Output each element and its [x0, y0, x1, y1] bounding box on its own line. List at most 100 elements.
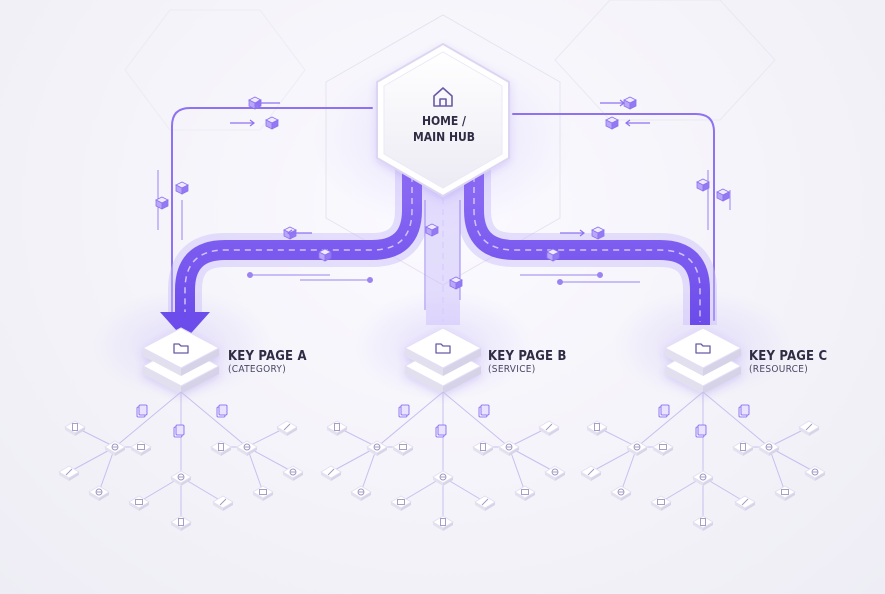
folder-icon — [259, 489, 267, 495]
flow-arrow — [600, 99, 625, 107]
globe-icon — [177, 473, 185, 481]
key-page-c-title: KEY PAGE C — [749, 349, 828, 364]
hub-title-line1: HOME / — [421, 114, 467, 128]
document-icon — [480, 443, 486, 451]
folder-icon — [521, 489, 529, 495]
leaf-page-node[interactable] — [626, 440, 648, 456]
leaf-page-node[interactable] — [472, 440, 494, 456]
globe-icon — [439, 473, 447, 481]
sub-page-tree — [580, 391, 826, 531]
globe-icon — [289, 468, 297, 476]
leaf-page-node[interactable] — [170, 515, 192, 531]
data-packets — [155, 96, 730, 290]
key-page-b-title: KEY PAGE B — [488, 349, 567, 364]
edit-icon — [805, 423, 813, 431]
edit-icon — [587, 468, 595, 476]
leaf-page-node[interactable] — [774, 485, 796, 501]
leaf-page-node[interactable] — [276, 420, 298, 436]
edit-icon — [327, 468, 335, 476]
document-icon — [594, 423, 600, 431]
edit-icon — [481, 498, 489, 506]
leaf-page-node[interactable] — [514, 485, 536, 501]
home-hub-node[interactable] — [376, 42, 510, 198]
leaf-page-node[interactable] — [130, 440, 152, 456]
leaf-page-node[interactable] — [432, 515, 454, 531]
edit-icon — [65, 468, 73, 476]
leaf-page-node[interactable] — [538, 420, 560, 436]
leaf-page-node[interactable] — [732, 440, 754, 456]
folder-icon — [659, 444, 667, 450]
key-page-b-node[interactable] — [403, 327, 483, 394]
globe-icon — [243, 443, 251, 451]
pipe-to-key-page-c — [464, 160, 710, 325]
document-stack-icon — [398, 404, 410, 418]
leaf-page-node[interactable] — [580, 465, 602, 481]
leaf-page-node[interactable] — [498, 440, 520, 456]
leaf-page-node[interactable] — [544, 465, 566, 481]
leaf-page-node[interactable] — [252, 485, 274, 501]
data-packet-cube — [265, 116, 279, 130]
document-stack-icon — [695, 424, 707, 438]
key-page-a-node[interactable] — [141, 327, 221, 394]
leaf-page-node[interactable] — [320, 465, 342, 481]
leaf-page-node[interactable] — [170, 470, 192, 486]
leaf-page-node[interactable] — [212, 495, 234, 511]
globe-icon — [617, 488, 625, 496]
leaf-page-node[interactable] — [734, 495, 756, 511]
data-packet-cube — [591, 226, 605, 240]
leaf-page-node[interactable] — [236, 440, 258, 456]
globe-icon — [765, 443, 773, 451]
data-packet-cube — [546, 248, 560, 262]
leaf-page-node[interactable] — [392, 440, 414, 456]
leaf-page-node[interactable] — [88, 485, 110, 501]
folder-icon — [435, 343, 451, 354]
folder-icon — [399, 444, 407, 450]
document-stack-icon — [136, 404, 148, 418]
document-icon — [440, 518, 446, 526]
leaf-page-node[interactable] — [390, 495, 412, 511]
leaf-page-node[interactable] — [650, 495, 672, 511]
leaf-page-node[interactable] — [758, 440, 780, 456]
leaf-page-node[interactable] — [326, 420, 348, 436]
globe-icon — [505, 443, 513, 451]
folder-icon — [135, 499, 143, 505]
globe-icon — [357, 488, 365, 496]
key-page-a-subtitle: (CATEGORY) — [228, 364, 287, 375]
leaf-page-node[interactable] — [64, 420, 86, 436]
key-page-b-label: KEY PAGE B (SERVICE) — [488, 349, 567, 375]
leaf-page-node[interactable] — [798, 420, 820, 436]
document-stack-icon — [435, 424, 447, 438]
leaf-page-node[interactable] — [210, 440, 232, 456]
flow-arrow — [625, 119, 650, 127]
hub-label: HOME / MAIN HUB — [396, 113, 492, 145]
pipe-to-key-page-a — [175, 160, 422, 318]
data-packet-cube — [318, 248, 332, 262]
edit-icon — [741, 498, 749, 506]
flow-arrow — [230, 119, 255, 127]
data-packet-cube — [696, 178, 710, 192]
leaf-page-node[interactable] — [104, 440, 126, 456]
leaf-page-node[interactable] — [128, 495, 150, 511]
circuit-traces — [157, 170, 731, 310]
leaf-page-node[interactable] — [432, 470, 454, 486]
edit-icon — [545, 423, 553, 431]
leaf-page-node[interactable] — [350, 485, 372, 501]
data-packet-cube — [155, 196, 169, 210]
edit-icon — [219, 498, 227, 506]
data-packet-cube — [449, 276, 463, 290]
leaf-page-node[interactable] — [58, 465, 80, 481]
leaf-page-node[interactable] — [366, 440, 388, 456]
data-packet-cube — [283, 226, 297, 240]
sub-page-tree — [58, 391, 304, 531]
leaf-page-node[interactable] — [610, 485, 632, 501]
leaf-page-node[interactable] — [692, 515, 714, 531]
leaf-page-node[interactable] — [586, 420, 608, 436]
leaf-page-node[interactable] — [282, 465, 304, 481]
key-page-c-node[interactable] — [663, 327, 743, 394]
leaf-page-node[interactable] — [474, 495, 496, 511]
leaf-page-node[interactable] — [692, 470, 714, 486]
globe-icon — [551, 468, 559, 476]
leaf-page-node[interactable] — [804, 465, 826, 481]
leaf-page-node[interactable] — [652, 440, 674, 456]
